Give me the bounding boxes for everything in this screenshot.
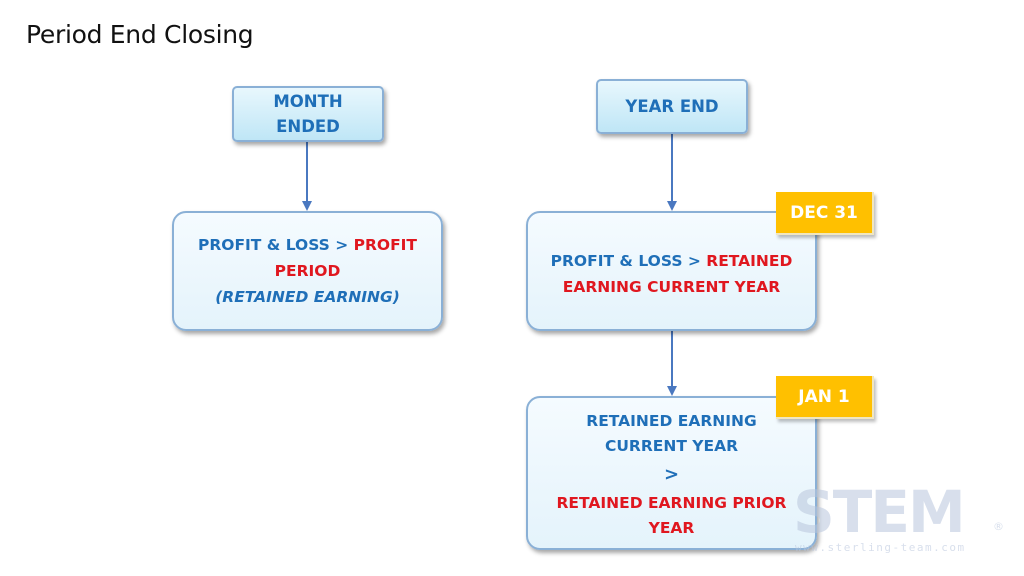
- retained-earning-prior-year-box: RETAINED EARNING CURRENT YEAR > RETAINED…: [526, 396, 817, 550]
- retained-earning-label: RETAINED EARNING: [586, 412, 757, 430]
- retained-earning-note: (RETAINED EARNING): [215, 288, 400, 306]
- registered-mark: ®: [993, 520, 1004, 533]
- stem-logo: STEM ® www.sterling-team.com: [793, 482, 1013, 562]
- profit-period-box: PROFIT & LOSS > PROFIT PERIOD (RETAINED …: [172, 211, 443, 331]
- dec31-badge: DEC 31: [776, 192, 874, 235]
- year-end-box: YEAR END: [596, 79, 748, 134]
- retained-earning-current-year-box: PROFIT & LOSS > RETAINED EARNING CURRENT…: [526, 211, 817, 331]
- logo-wordmark: STEM: [793, 478, 966, 546]
- year-end-label: YEAR END: [625, 96, 719, 116]
- page-title: Period End Closing: [26, 20, 254, 49]
- current-year-label: CURRENT YEAR: [604, 437, 739, 455]
- month-ended-box: MONTH ENDED: [232, 86, 384, 142]
- profit-period-line-1: PROFIT & LOSS > PROFIT: [198, 232, 417, 258]
- month-ended-line-1: MONTH: [273, 92, 343, 111]
- profit-loss-label: PROFIT & LOSS >: [197, 236, 354, 254]
- retained-label: RETAINED: [706, 252, 793, 270]
- retained-earning-prior-label: RETAINED EARNING PRIOR: [556, 494, 787, 512]
- profit-label: PROFIT: [353, 236, 418, 254]
- jan1-badge: JAN 1: [776, 376, 874, 419]
- year-label: YEAR: [648, 519, 695, 537]
- dec31-line-1: PROFIT & LOSS > RETAINED: [551, 248, 793, 274]
- profit-loss-label-2: PROFIT & LOSS >: [550, 252, 707, 270]
- period-label: PERIOD: [274, 262, 341, 280]
- earning-current-year-label: EARNING CURRENT YEAR: [562, 278, 781, 296]
- logo-url: www.sterling-team.com: [795, 541, 966, 554]
- greater-than-symbol: >: [663, 464, 680, 485]
- month-ended-line-2: ENDED: [276, 117, 340, 136]
